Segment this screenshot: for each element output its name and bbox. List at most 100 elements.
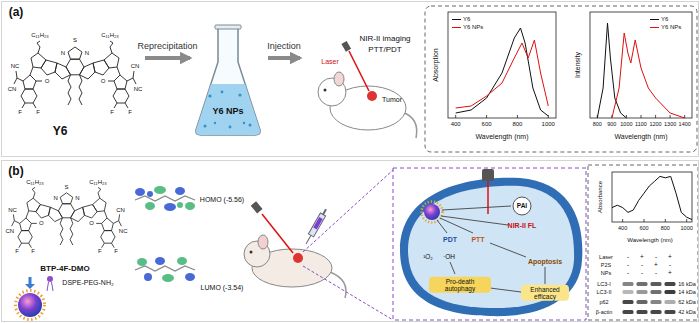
mechanism-label: PTT bbox=[471, 236, 484, 244]
atom-label: F bbox=[98, 248, 102, 255]
node-text: PTT/PDT bbox=[368, 46, 401, 55]
blot-sign: + bbox=[668, 269, 672, 276]
orbital-label: HOMO (-5.56) bbox=[200, 196, 244, 204]
species-label: ¹O₂ bbox=[423, 253, 433, 260]
axis-tick: 900 bbox=[607, 121, 616, 127]
edge-label: Injection bbox=[266, 42, 302, 52]
flask: Y6 NPs bbox=[190, 22, 268, 140]
blot-size-label: 16 kDa bbox=[678, 281, 695, 287]
process-arrow bbox=[268, 56, 300, 60]
edge-label: Reprecipitation bbox=[136, 42, 198, 52]
atom-label: F bbox=[36, 109, 40, 116]
axis-tick: 1100 bbox=[635, 121, 647, 127]
species-label: ·OH bbox=[443, 253, 455, 260]
axis-title: Absorption bbox=[432, 48, 440, 81]
atom-label: C₁₁H₂₃ bbox=[101, 32, 119, 39]
atom-label: NC bbox=[119, 227, 128, 234]
axis-tick: 600 bbox=[639, 225, 648, 231]
atom-label: C₁₁H₂₃ bbox=[31, 32, 49, 39]
blot-sign: - bbox=[627, 269, 629, 276]
axis-tick: 400 bbox=[451, 121, 461, 128]
axis-title: Absorbance bbox=[597, 181, 604, 213]
blot-sign: - bbox=[655, 269, 657, 276]
atom-label: F bbox=[128, 109, 132, 116]
blot-sign: + bbox=[640, 253, 644, 260]
blot-band-label: LC3-I bbox=[597, 281, 610, 287]
atom-label: CN bbox=[131, 63, 140, 70]
axis-tick: 1400 bbox=[679, 121, 691, 127]
process-label: Apoptosis bbox=[528, 258, 562, 266]
atom-label: NC bbox=[11, 63, 20, 70]
blot-condition: Laser bbox=[599, 254, 613, 260]
atom-label: CN bbox=[116, 207, 125, 214]
node-text: BTP-4F-DMO bbox=[40, 265, 89, 274]
legend-text: Y6 bbox=[661, 16, 668, 23]
outcome-label: Enhanced efficacy bbox=[521, 285, 569, 301]
laser-label: Laser bbox=[321, 58, 339, 66]
atom-label: N bbox=[61, 50, 65, 57]
atom-label: NC bbox=[134, 86, 143, 93]
mouse-model: NIR-II imagingPTT/PDT bbox=[300, 15, 418, 145]
axis-tick: 1000 bbox=[542, 121, 555, 128]
molecule-structure: Y6 bbox=[5, 10, 145, 147]
mechanism-label: PDT bbox=[443, 236, 457, 244]
molecule-structure: BTP-4F-DMO bbox=[5, 164, 125, 276]
blot-condition: NPs bbox=[601, 270, 611, 276]
axis-tick: 1200 bbox=[649, 121, 661, 127]
atom-label: S bbox=[73, 37, 77, 44]
axis-tick: 1300 bbox=[664, 121, 676, 127]
atom-label: O bbox=[39, 220, 44, 227]
legend-text: Y6 bbox=[463, 16, 470, 23]
atom-label: CN bbox=[8, 86, 17, 93]
process-label: Pro-death autophagy bbox=[429, 277, 491, 293]
atom-label: O bbox=[45, 78, 50, 85]
blot-sign: - bbox=[669, 261, 671, 268]
blot-sign: + bbox=[668, 253, 672, 260]
axis-title: Intensity bbox=[574, 52, 582, 78]
atom-label: C₁₁H₂₃ bbox=[26, 179, 44, 186]
axis-tick: 400 bbox=[618, 225, 627, 231]
node-text: (b) bbox=[8, 165, 23, 178]
blot-sign: - bbox=[641, 269, 643, 276]
blot-band-label: LC3-II bbox=[597, 289, 612, 295]
imaging-label: PAI bbox=[517, 202, 527, 209]
reagent-label: DSPE-PEG-NH₂ bbox=[62, 279, 113, 287]
axis-title: Wavelength (nm) bbox=[627, 237, 672, 244]
atom-label: N bbox=[75, 195, 79, 202]
tumor-label: Tumor bbox=[382, 96, 402, 104]
legend-line bbox=[650, 19, 659, 20]
panel: (a)Y6Y6 NPsNIR-II imagingPTT/PDT bbox=[1, 1, 699, 157]
atom-label: F bbox=[31, 248, 35, 255]
atom-label: S bbox=[64, 183, 68, 190]
node-text: NIR-II imaging bbox=[359, 35, 410, 44]
axis-tick: 1000 bbox=[620, 121, 632, 127]
axis-tick: 1000 bbox=[681, 225, 693, 231]
atom-label: N bbox=[54, 195, 58, 202]
atom-label: F bbox=[18, 109, 22, 116]
legend-line bbox=[650, 27, 659, 28]
node-text: Y6 NPs bbox=[212, 107, 243, 117]
legend-line bbox=[452, 19, 461, 20]
atom-label: NC bbox=[8, 207, 17, 214]
legend-text: Y6 NPs bbox=[463, 24, 483, 31]
atom-label: O bbox=[89, 220, 94, 227]
atom-label: CN bbox=[5, 227, 14, 234]
blot-sign: - bbox=[627, 253, 629, 260]
blot-size-label: 14 kDa bbox=[678, 289, 695, 295]
blot-sign: - bbox=[655, 253, 657, 260]
blot-sign: + bbox=[654, 261, 658, 268]
axis-tick: 800 bbox=[512, 121, 522, 128]
atom-label: O bbox=[101, 78, 106, 85]
imaging-label: NIR-II FL bbox=[508, 222, 537, 230]
blot-sign: - bbox=[641, 261, 643, 268]
legend-text: Y6 NPs bbox=[661, 24, 681, 31]
atom-label: C₁₁H₂₃ bbox=[89, 179, 107, 186]
axis-tick: 800 bbox=[661, 225, 670, 231]
atom-label: F bbox=[114, 248, 118, 255]
blot-sign: - bbox=[627, 261, 629, 268]
node-text: Y6 bbox=[53, 125, 68, 138]
blot-band-label: p62 bbox=[599, 299, 608, 305]
